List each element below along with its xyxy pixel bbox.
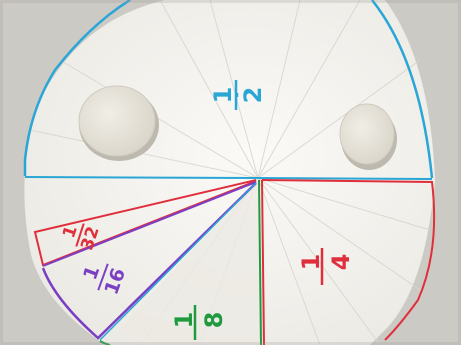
- label-quarter: 1 4: [297, 254, 355, 271]
- quarter-border: [261, 179, 436, 341]
- quarter-denominator: 4: [327, 254, 355, 271]
- label-eighth: 1 8: [170, 312, 228, 329]
- thirty-second-numerator: 1: [59, 223, 82, 240]
- quarter-numerator: 1: [297, 254, 325, 271]
- half-diameter: [24, 176, 259, 179]
- paper-weight-right: [339, 103, 397, 170]
- half-numerator: 1: [209, 87, 237, 104]
- sixteenth-border: [41, 182, 257, 340]
- eighth-numerator: 1: [170, 312, 198, 329]
- half-border: [23, 0, 434, 179]
- eighth-denominator: 8: [200, 312, 228, 329]
- paper-weight-left: [78, 85, 159, 161]
- half-denominator: 2: [239, 87, 267, 104]
